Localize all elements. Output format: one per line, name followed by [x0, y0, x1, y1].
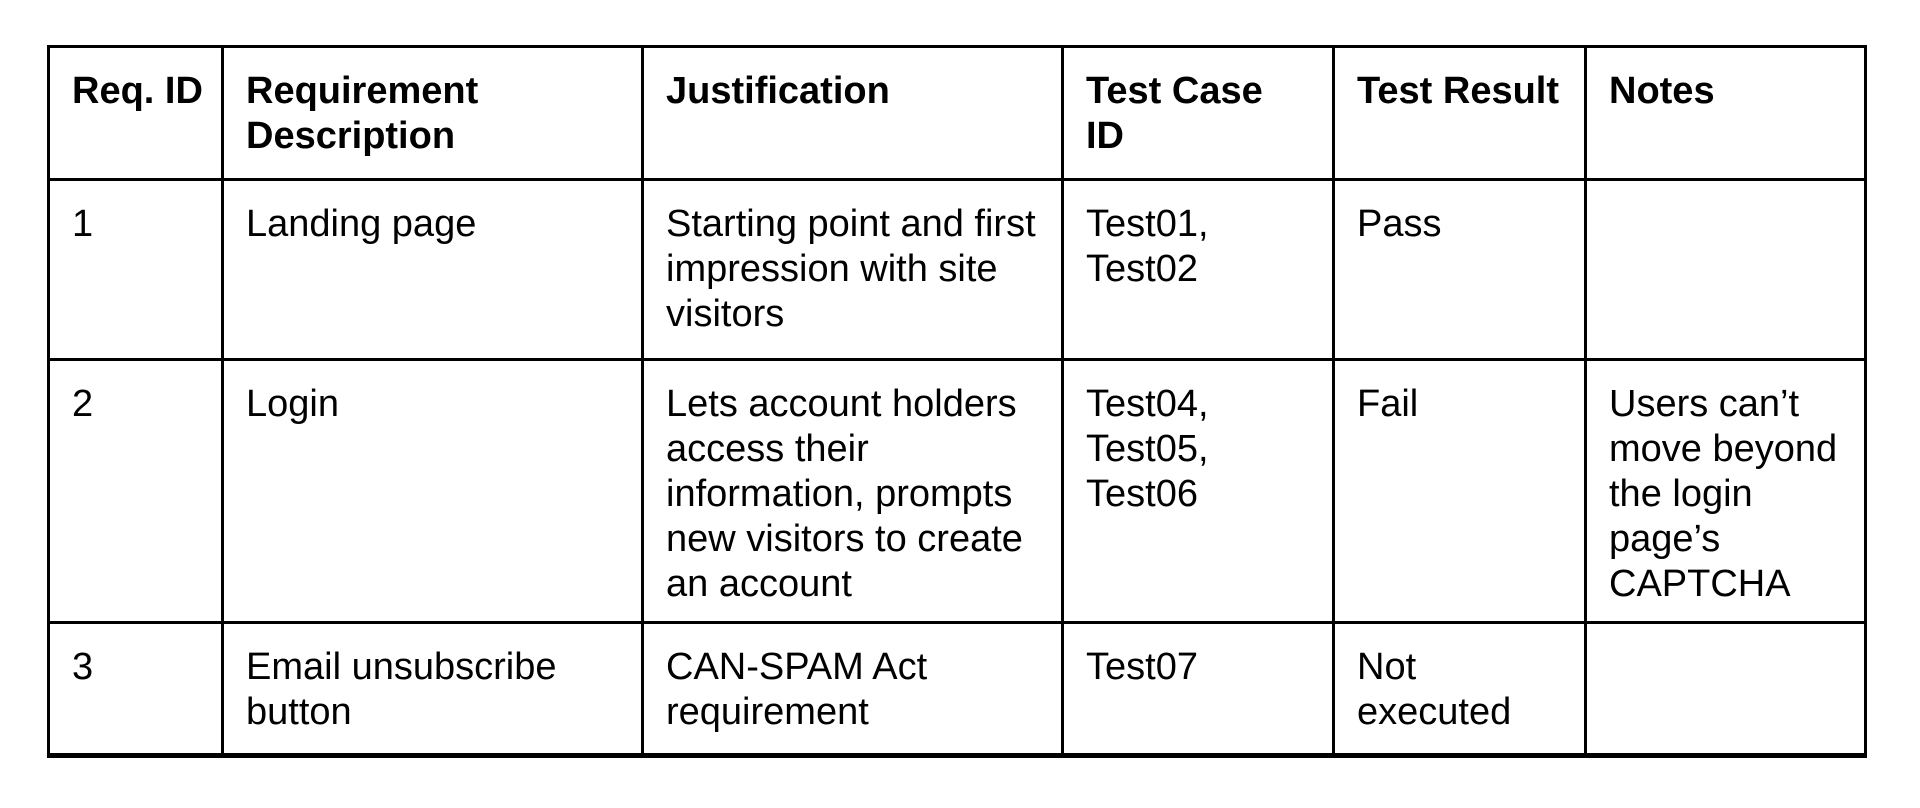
header-requirement-description: Requirement Description [221, 45, 644, 181]
table-row: 2 Login Lets account holders access thei… [47, 358, 1867, 624]
cell-justification: CAN-SPAM Act requirement [641, 621, 1064, 757]
cell-requirement-description: Landing page [221, 178, 644, 361]
cell-req-id: 3 [47, 621, 224, 757]
cell-notes: Users can’t move beyond the login page’s… [1584, 358, 1867, 624]
cell-req-id: 1 [47, 178, 224, 361]
cell-requirement-description: Login [221, 358, 644, 624]
header-test-case-id: Test Case ID [1061, 45, 1335, 181]
cell-test-case-id: Test04, Test05, Test06 [1061, 358, 1335, 624]
cell-req-id: 2 [47, 358, 224, 624]
requirements-test-table: Req. ID Requirement Description Justific… [47, 45, 1867, 758]
cell-justification: Lets account holders access their inform… [641, 358, 1064, 624]
cell-test-case-id: Test01, Test02 [1061, 178, 1335, 361]
cell-test-result: Pass [1332, 178, 1587, 361]
header-req-id: Req. ID [47, 45, 224, 181]
cell-notes [1584, 178, 1867, 361]
cell-justification: Starting point and first impression with… [641, 178, 1064, 361]
table-row: 3 Email unsubscribe button CAN-SPAM Act … [47, 621, 1867, 757]
cell-test-result: Not executed [1332, 621, 1587, 757]
cell-requirement-description: Email unsubscribe button [221, 621, 644, 757]
cell-test-result: Fail [1332, 358, 1587, 624]
header-notes: Notes [1584, 45, 1867, 181]
header-justification: Justification [641, 45, 1064, 181]
table-header-row: Req. ID Requirement Description Justific… [47, 45, 1867, 181]
cell-notes [1584, 621, 1867, 757]
table-row: 1 Landing page Starting point and first … [47, 178, 1867, 361]
header-test-result: Test Result [1332, 45, 1587, 181]
cell-test-case-id: Test07 [1061, 621, 1335, 757]
